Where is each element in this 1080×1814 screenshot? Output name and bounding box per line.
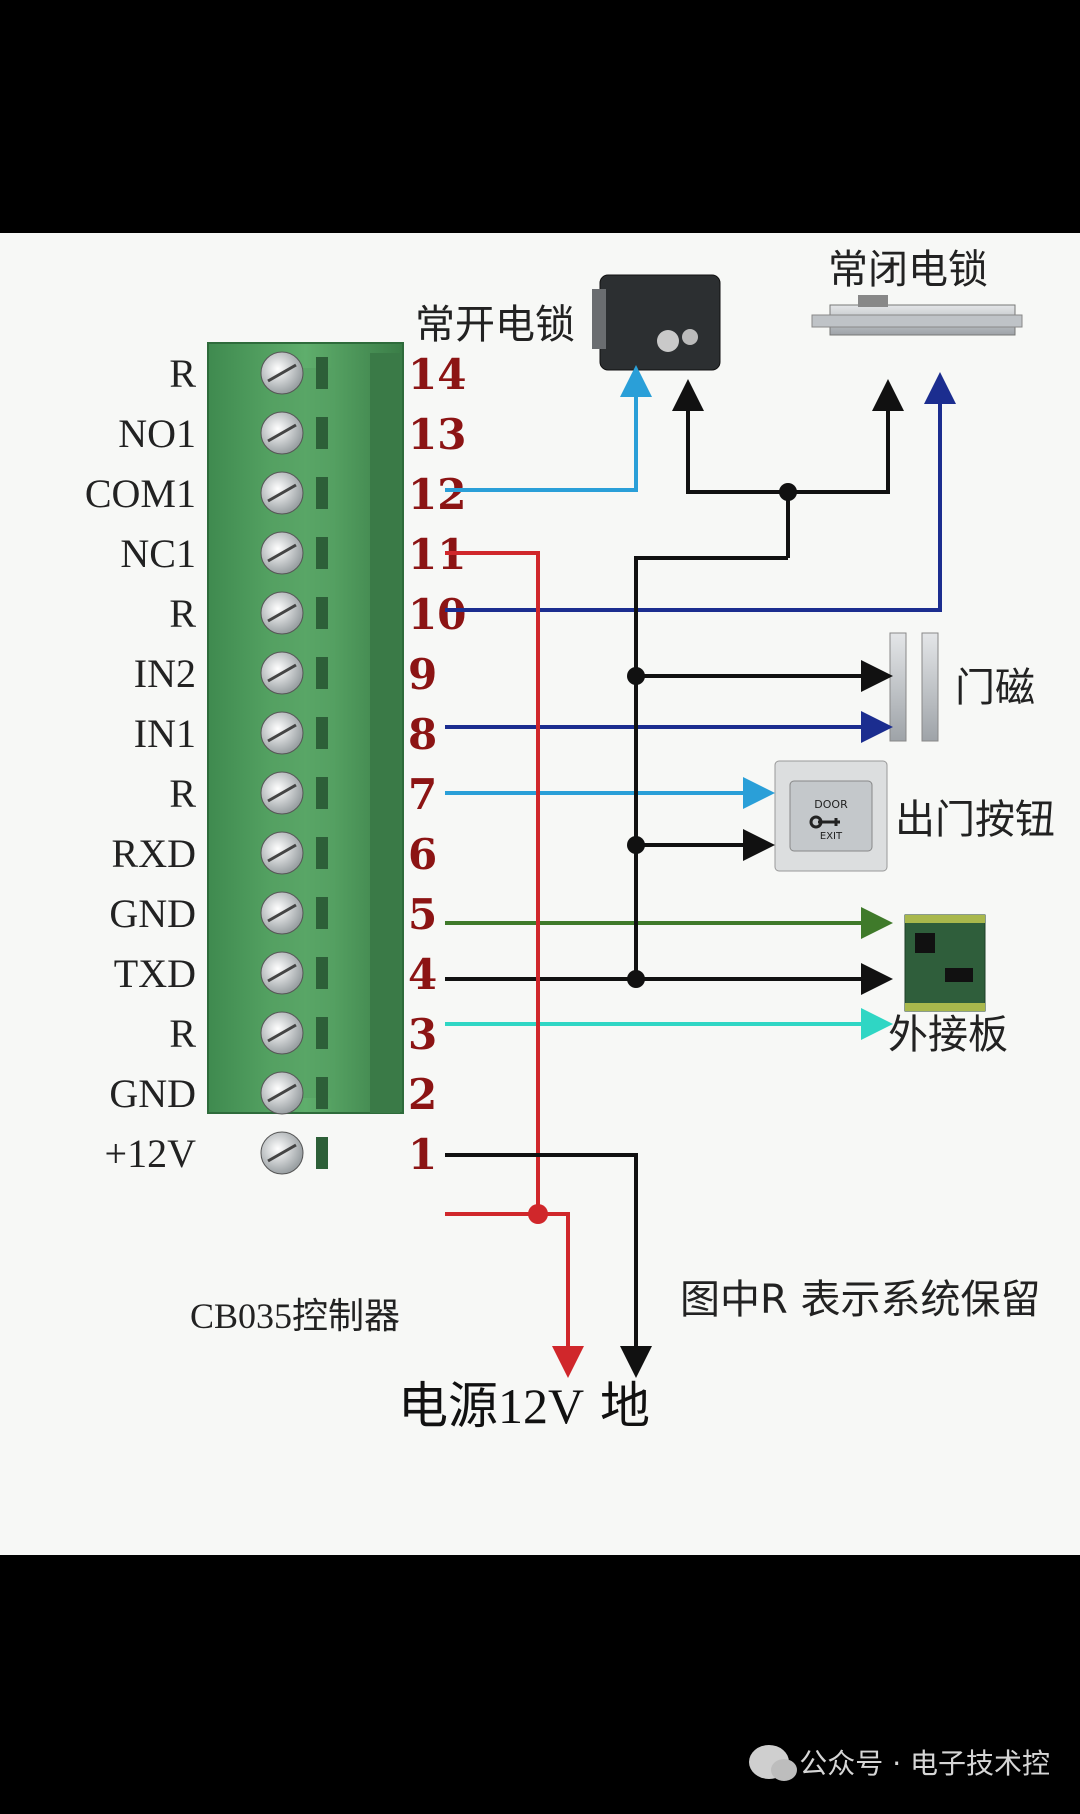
terminal-label: NC1	[120, 531, 196, 576]
wire-13-no-lock	[445, 365, 652, 492]
screw-slot	[267, 423, 297, 443]
watermark-text: 公众号 · 电子技术控	[799, 1747, 1050, 1780]
terminal-block	[207, 342, 404, 1175]
terminal-number: 1	[408, 1130, 437, 1179]
terminal-slot	[316, 897, 328, 929]
wire-12-com1	[445, 551, 540, 1211]
terminal-slot	[316, 717, 328, 749]
screw-slot	[267, 363, 297, 383]
terminal-number: 5	[408, 890, 437, 939]
terminal-number: 14	[408, 350, 466, 399]
screw-slot	[267, 723, 297, 743]
external-board	[904, 914, 986, 1012]
wechat-icon	[749, 1745, 798, 1781]
wire-2-ground	[445, 1153, 652, 1378]
screw-slot	[267, 483, 297, 503]
screw-slot	[267, 603, 297, 623]
terminal-label: R	[169, 351, 196, 396]
external-board-label: 外接板	[888, 1012, 1008, 1058]
ground-label: 地	[600, 1378, 650, 1434]
screw-slot	[267, 963, 297, 983]
screw-slot	[267, 663, 297, 683]
screw-slot	[267, 903, 297, 923]
terminal-label: NO1	[118, 411, 196, 456]
terminal-number: 3	[408, 1010, 437, 1059]
terminal-slot	[316, 1077, 328, 1109]
terminal-number: 4	[408, 950, 437, 999]
screw-slot	[267, 1023, 297, 1043]
exit-button: DOOR EXIT	[774, 760, 888, 872]
terminal-number: 13	[408, 410, 466, 459]
screw-slot	[267, 543, 297, 563]
normally-closed-lock-label: 常闭电锁	[828, 247, 988, 293]
terminal-number: 2	[408, 1070, 437, 1119]
screw-slot	[267, 1083, 297, 1103]
terminal-slot	[316, 1137, 328, 1169]
door-magnet-label: 门磁	[955, 665, 1035, 711]
terminal-slot	[316, 357, 328, 389]
terminal-label: R	[169, 591, 196, 636]
terminal-slot	[316, 777, 328, 809]
terminal-number: 7	[408, 770, 437, 819]
terminal-label: R	[169, 771, 196, 816]
terminal-slot	[316, 657, 328, 689]
junction-dots	[528, 483, 797, 1224]
terminal-label: +12V	[105, 1131, 197, 1176]
wire-gnd-to-locks	[672, 379, 790, 558]
terminal-label: IN1	[134, 711, 196, 756]
wire-11-nc-lock	[445, 372, 956, 612]
terminal-slot	[316, 1017, 328, 1049]
terminal-label: COM1	[85, 471, 196, 516]
terminal-slot	[316, 957, 328, 989]
terminal-number: 6	[408, 830, 437, 879]
terminal-label: R	[169, 1011, 196, 1056]
screw-slot	[267, 1143, 297, 1163]
normally-open-lock-label: 常开电锁	[415, 302, 575, 348]
wire-gnd-to-nc-lock	[788, 379, 904, 494]
terminal-slot	[316, 837, 328, 869]
screw-slot	[267, 783, 297, 803]
terminal-label: RXD	[112, 831, 196, 876]
wire-gnd-vertical	[634, 556, 788, 979]
terminal-label: GND	[109, 891, 196, 936]
wire-1-power12v	[445, 1212, 584, 1378]
terminal-slot	[316, 417, 328, 449]
terminal-label: TXD	[114, 951, 196, 996]
terminal-number: 10	[408, 590, 466, 639]
terminal-slot	[316, 477, 328, 509]
power-12v-label: 电源12V	[398, 1378, 584, 1434]
normally-closed-lock	[811, 295, 1023, 336]
exit-button-door-text: DOOR	[814, 798, 848, 811]
exit-button-label: 出门按钮	[895, 797, 1055, 843]
watermark: 公众号 · 电子技术控	[749, 1742, 1050, 1782]
terminal-number: 8	[408, 710, 437, 759]
terminal-number: 12	[408, 470, 466, 519]
terminal-label: GND	[109, 1071, 196, 1116]
normally-open-lock	[592, 274, 721, 371]
terminal-number: 9	[408, 650, 437, 699]
exit-button-exit-text: EXIT	[820, 831, 843, 842]
screw-slot	[267, 843, 297, 863]
terminal-slot	[316, 597, 328, 629]
terminal-slot	[316, 537, 328, 569]
door-magnet	[889, 632, 939, 742]
wires	[445, 365, 956, 1378]
controller-name: CB035控制器	[190, 1296, 400, 1336]
terminal-label: IN2	[134, 651, 196, 696]
legend-note: 图中R 表示系统保留	[680, 1277, 1041, 1323]
